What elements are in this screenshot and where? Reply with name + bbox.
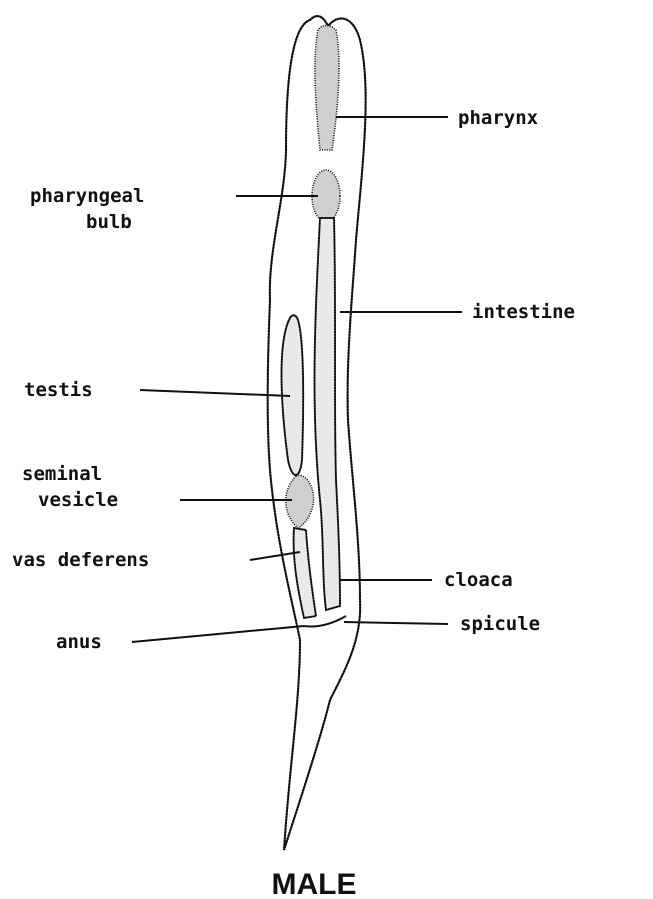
vas-deferens-leader <box>250 552 300 560</box>
pharynx-shape <box>315 26 339 151</box>
label-seminal-vesicle-2: vesicle <box>38 489 118 511</box>
label-pharynx: pharynx <box>458 107 538 129</box>
vas-deferens-shape <box>294 528 316 618</box>
label-pharyngeal-bulb-2: bulb <box>86 211 132 233</box>
figure-caption: MALE <box>272 868 357 899</box>
label-spicule: spicule <box>460 613 540 635</box>
seminal-vesicle-shape <box>286 475 314 528</box>
label-pharyngeal-bulb-1: pharyngeal <box>30 185 144 207</box>
anus-leader <box>132 626 304 642</box>
label-intestine: intestine <box>472 301 575 323</box>
label-anus: anus <box>56 631 102 653</box>
label-vas-deferens: vas deferens <box>12 549 149 571</box>
intestine-shape <box>315 218 340 610</box>
label-seminal-vesicle-1: seminal <box>22 463 102 485</box>
label-cloaca: cloaca <box>444 569 513 591</box>
label-testis: testis <box>24 379 93 401</box>
